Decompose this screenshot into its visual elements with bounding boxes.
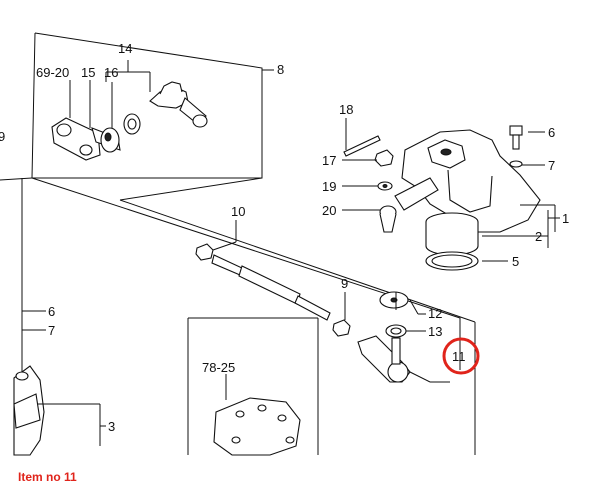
- label-17: 17: [322, 153, 336, 168]
- bolt-6: [509, 125, 523, 150]
- label-20: 20: [322, 203, 336, 218]
- label-10: 10: [231, 204, 245, 219]
- lower-middle-part: [213, 397, 301, 456]
- label-8: 8: [277, 62, 284, 77]
- label-11: 11: [452, 349, 466, 364]
- label-13: 13: [428, 324, 442, 339]
- bracket-assembly: [379, 129, 541, 271]
- label-1: 1: [562, 211, 569, 226]
- label-7: 7: [548, 158, 555, 173]
- washer-7: [509, 160, 523, 168]
- upper-frame: [31, 32, 263, 179]
- label-9-edge: 9: [0, 129, 5, 144]
- label-6: 6: [548, 125, 555, 140]
- label-2: 2: [535, 229, 542, 244]
- pin-18: [343, 135, 381, 157]
- label-16: 16: [104, 65, 118, 80]
- label-14: 14: [118, 41, 132, 56]
- cup-washer-12: [379, 291, 409, 309]
- label-69-20: 69-20: [36, 65, 69, 80]
- label-9: 9: [341, 276, 348, 291]
- label-18: 18: [339, 102, 353, 117]
- item-caption: Item no 11: [18, 470, 77, 484]
- label-12: 12: [428, 306, 442, 321]
- lock-nut-10: [195, 243, 214, 261]
- lock-nut-9: [332, 319, 351, 337]
- ball-joint-11: [357, 335, 411, 383]
- label-19: 19: [322, 179, 336, 194]
- label-15: 15: [81, 65, 95, 80]
- turnbuckle-rod: [211, 254, 331, 321]
- label-5: 5: [512, 254, 519, 269]
- middle-frame: [31, 177, 461, 370]
- nut-17: [374, 149, 394, 167]
- label-78-25: 78-25: [202, 360, 235, 375]
- lower-left-part: [13, 365, 45, 456]
- label-6-left: 6: [48, 304, 55, 319]
- label-3: 3: [108, 419, 115, 434]
- label-7-left: 7: [48, 323, 55, 338]
- highlight-circle: [442, 337, 480, 375]
- inner-frame: [119, 177, 263, 201]
- rod-end-bracket-assembly: [51, 81, 208, 161]
